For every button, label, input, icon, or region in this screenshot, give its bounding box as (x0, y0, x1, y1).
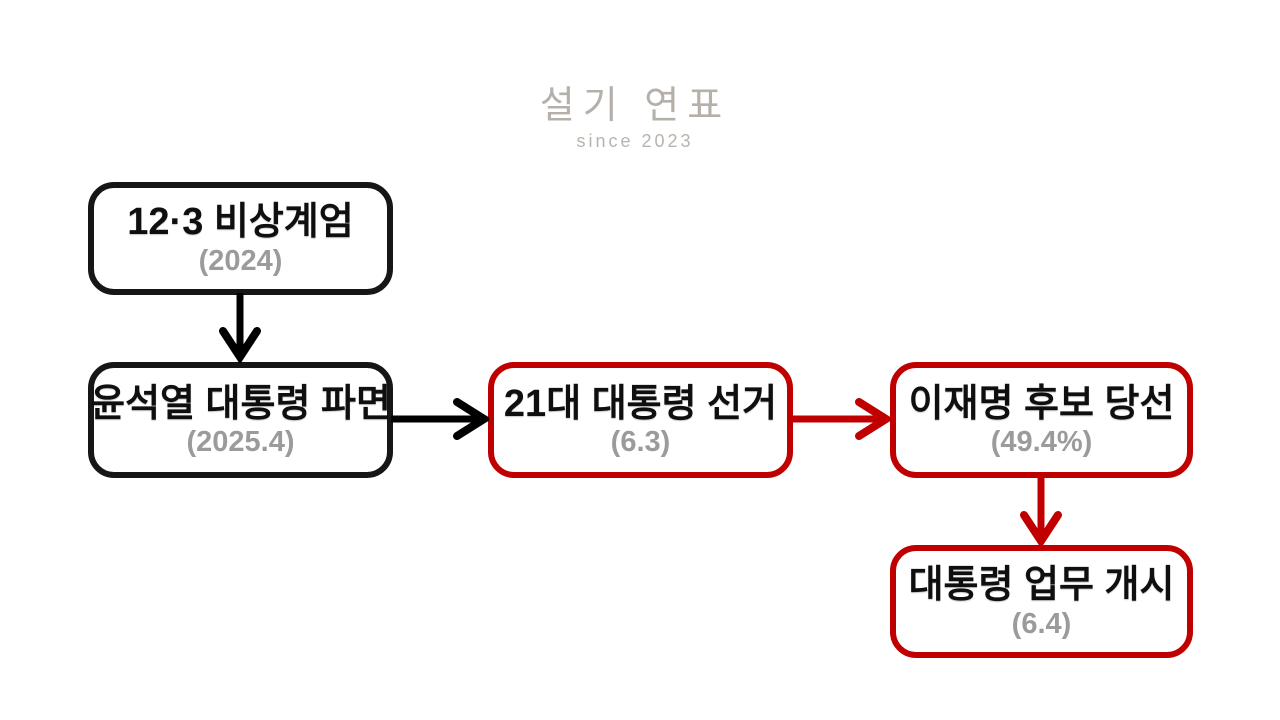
node-election: 21대 대통령 선거 (6.3) (488, 362, 793, 478)
arrow-right-icon (791, 398, 891, 440)
node-title: 윤석열 대통령 파면 (90, 382, 391, 425)
node-date: (2024) (198, 244, 283, 277)
node-martial-law: 12·3 비상계엄 (2024) (88, 182, 393, 295)
node-election-winner: 이재명 후보 당선 (49.4%) (890, 362, 1193, 478)
node-date: (6.4) (1011, 607, 1072, 640)
node-date: (2025.4) (186, 426, 295, 459)
node-title: 이재명 후보 당선 (908, 382, 1175, 425)
node-date: (6.3) (610, 426, 671, 459)
watermark-subtitle: since 2023 (576, 131, 694, 151)
arrow-right-icon (391, 398, 489, 440)
node-title: 12·3 비상계엄 (127, 201, 354, 243)
arrow-down-icon (219, 293, 261, 363)
node-title: 대통령 업무 개시 (908, 564, 1175, 606)
arrow-down-icon (1020, 476, 1062, 547)
node-impeachment: 윤석열 대통령 파면 (2025.4) (88, 362, 393, 478)
node-start-of-duties: 대통령 업무 개시 (6.4) (890, 545, 1193, 658)
watermark-title: 설기 연표 (539, 85, 731, 127)
node-date: (49.4%) (990, 426, 1093, 459)
node-title: 21대 대통령 선거 (503, 382, 778, 425)
watermark-logo: 설기 연표 since 2023 (0, 74, 1270, 152)
